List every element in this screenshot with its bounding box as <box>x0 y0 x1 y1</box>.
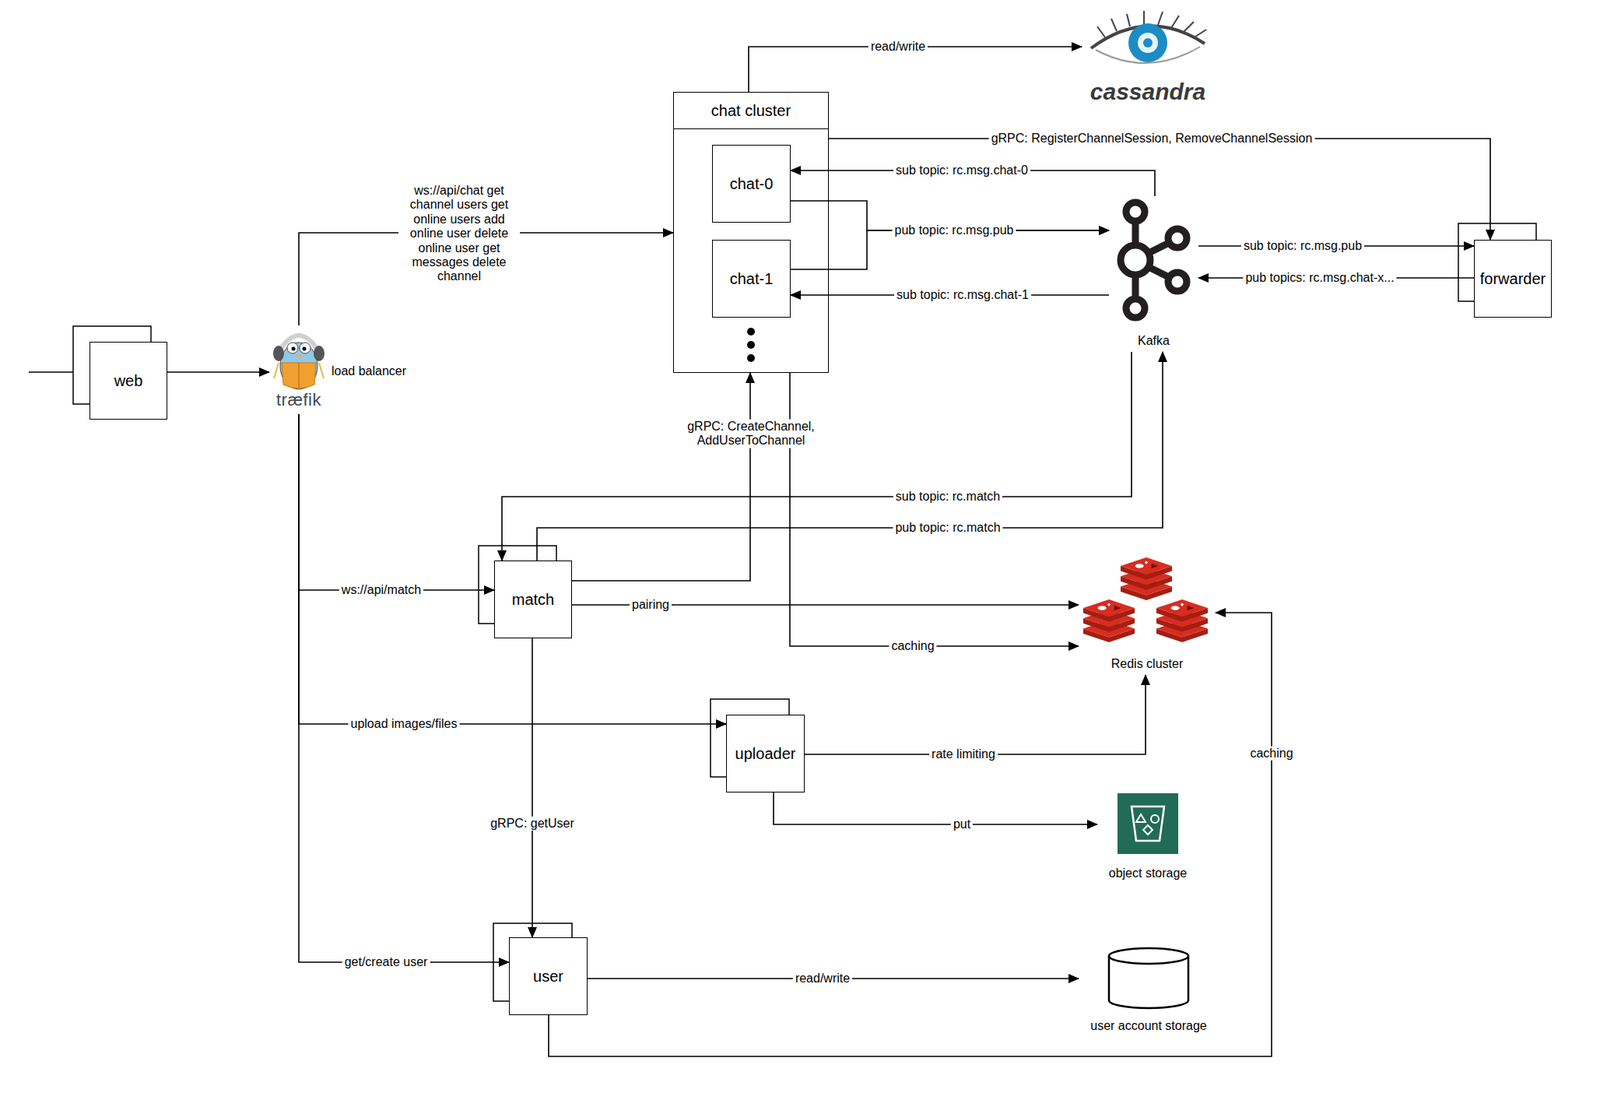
connector-arrow <box>790 294 1109 296</box>
connector-label: sub topic: rc.match <box>893 489 1003 504</box>
connector-label: sub topic: rc.msg.pub <box>1241 238 1365 253</box>
connector-label: gRPC: RegisterChannelSession, RemoveChan… <box>989 131 1316 146</box>
connector-arrow <box>804 674 1146 755</box>
message-broker-icon: Kafka <box>1108 196 1199 352</box>
connector-arrow <box>548 612 1272 1057</box>
node-label: uploader <box>735 744 797 763</box>
connector-label: read/write <box>868 39 928 54</box>
node-label: match <box>512 590 555 609</box>
object-storage-icon: object storage <box>1097 790 1199 885</box>
connector-arrow <box>501 351 1132 561</box>
connector-arrow <box>773 792 1098 825</box>
service-box: chat-1 <box>712 239 791 318</box>
connector-label: caching <box>1247 746 1295 761</box>
service-box: web <box>89 341 168 420</box>
connector-arrow <box>1198 245 1474 247</box>
redis-icon <box>1083 557 1208 643</box>
node-label: object storage <box>1108 866 1188 881</box>
connector-label: sub topic: rc.msg.chat-1 <box>894 287 1032 302</box>
connector-arrow <box>531 638 534 937</box>
service-box: uploader <box>726 714 805 793</box>
connector-arrow <box>790 230 1109 270</box>
node-label: træfik <box>276 389 322 411</box>
service-box: user <box>508 936 588 1015</box>
node-label: cassandra <box>1090 78 1206 106</box>
connector-label: read/write <box>792 971 853 986</box>
connector-arrow <box>789 372 1079 646</box>
cluster-heading: chat cluster <box>673 92 829 130</box>
kafka-icon <box>1120 202 1187 318</box>
object-storage-icon <box>1117 792 1179 854</box>
incoming-line <box>28 371 74 373</box>
node-label: user account storage <box>1090 1018 1207 1033</box>
connector-arrow <box>748 46 1082 92</box>
connector-arrow <box>167 371 270 373</box>
connector-label: pub topic: rc.match <box>892 520 1003 535</box>
connector-arrow <box>790 200 1109 231</box>
connector-arrow <box>828 138 1491 240</box>
connector-label: sub topic: rc.msg.chat-0 <box>893 163 1031 178</box>
node-label: Redis cluster <box>1111 656 1183 671</box>
node-label: chat-1 <box>729 270 774 288</box>
connector-arrow <box>790 170 1155 197</box>
connector-label: ws://api/match <box>339 582 424 597</box>
node-label: forwarder <box>1480 270 1546 288</box>
connector-arrow <box>571 372 751 581</box>
service-box: match <box>494 560 572 639</box>
cluster-box: chat cluster chat-0 chat-1 <box>673 91 829 373</box>
connector-label: pub topics: rc.msg.chat-x... <box>1242 270 1397 285</box>
connector-arrow <box>298 232 674 326</box>
database-logo: cassandra <box>1081 14 1215 109</box>
connector-arrow <box>571 603 1079 606</box>
connector-label: caching <box>888 638 937 653</box>
connector-label: rate limiting <box>929 747 998 762</box>
connector-arrow <box>587 977 1079 979</box>
service-box: chat-0 <box>712 144 791 223</box>
node-label: Kafka <box>1137 333 1170 348</box>
database-cylinder <box>1108 947 1189 1008</box>
connector-label: pairing <box>629 597 672 612</box>
connector-arrow <box>298 414 495 590</box>
connector-label: upload images/files <box>348 716 460 731</box>
database-cylinder: user account storage <box>1078 944 1219 1037</box>
node-label: web <box>114 371 144 390</box>
connector-label: ws://api/chat get channel users get onli… <box>398 183 520 285</box>
cassandra-eye <box>1091 10 1207 64</box>
stacked-box-shadows <box>73 223 1537 1001</box>
node-label: user <box>533 967 564 986</box>
connector-arrow <box>1198 277 1474 279</box>
connector-arrow <box>298 414 509 962</box>
cache-cluster-icon: Redis cluster <box>1078 554 1216 675</box>
role-label: load balancer <box>331 364 407 379</box>
chat-more-dots <box>747 327 755 362</box>
load-balancer-icon: træfikload balancer <box>269 325 329 415</box>
node-label: chat-0 <box>729 175 774 193</box>
connector-label: gRPC: CreateChannel, AddUserToChannel <box>643 419 859 449</box>
connector-arrow <box>298 414 727 724</box>
traefik-gopher <box>273 335 325 390</box>
connector-label: pub topic: rc.msg.pub <box>892 223 1017 238</box>
service-box: forwarder <box>1473 239 1552 318</box>
connector-label: get/create user <box>342 954 431 969</box>
connector-arrow <box>536 351 1163 561</box>
connector-label: gRPC: getUser <box>487 816 577 831</box>
connector-label: put <box>950 817 973 832</box>
